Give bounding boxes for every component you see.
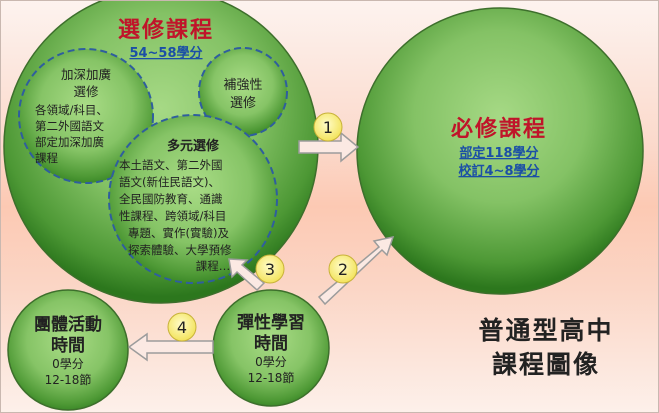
- diverse-desc-line2: 語文(新住民語文)、: [119, 175, 220, 189]
- group-activity-circle: [7, 289, 129, 411]
- group-line1: 0學分: [52, 357, 84, 371]
- group-title-line2: 時間: [51, 335, 85, 356]
- diverse-elective-circle: [108, 114, 278, 284]
- flexible-title-line1: 彈性學習: [237, 312, 305, 333]
- diverse-desc-line1: 本土語文、第二外國: [119, 158, 223, 172]
- arrow-4: [127, 332, 214, 362]
- badge-4: 4: [177, 318, 187, 337]
- caption-line1: 普通型高中: [478, 316, 613, 345]
- deepen-title-line1: 加深加廣: [61, 67, 111, 82]
- diverse-title: 多元選修: [167, 138, 220, 154]
- arrow-1: [298, 131, 360, 163]
- badge-1: 1: [323, 118, 333, 137]
- diverse-desc-line5: 專題、實作(實驗)及: [128, 226, 229, 240]
- deepen-desc-line1: 各領域/科目、: [35, 103, 108, 117]
- flexible-line1: 0學分: [255, 355, 287, 369]
- group-title-line1: 團體活動: [34, 314, 102, 335]
- deepen-title-line2: 選修: [73, 84, 99, 99]
- diverse-desc-line6: 探索體驗、大學預修: [128, 243, 232, 257]
- deepen-desc-line3: 部定加深加廣: [35, 135, 104, 149]
- deepen-desc-line4: 課程: [35, 151, 58, 165]
- deepen-desc-line2: 第二外國語文: [35, 119, 104, 133]
- elective-credits: 54~58學分: [129, 45, 202, 61]
- badge-1-circle: [313, 112, 343, 142]
- elective-title: 選修課程: [118, 17, 214, 43]
- remedial-title-line1: 補強性: [223, 78, 262, 93]
- remedial-title-line2: 選修: [230, 96, 256, 111]
- diverse-desc-line7: 課程…: [196, 259, 231, 273]
- badge-3-circle: [255, 254, 285, 284]
- badge-4-circle: [167, 312, 197, 342]
- required-circle: [356, 7, 644, 295]
- badge-3: 3: [265, 260, 275, 279]
- required-line2: 校訂4~8學分: [459, 163, 540, 179]
- required-line1: 部定118學分: [459, 145, 538, 161]
- arrow-3: [228, 258, 266, 292]
- flexible-line2: 12-18節: [248, 370, 295, 385]
- caption-line2: 課程圖像: [492, 350, 600, 379]
- flexible-title-line2: 時間: [254, 333, 288, 354]
- diverse-desc-line3: 全民國防教育、通識: [119, 192, 223, 206]
- required-title: 必修課程: [451, 116, 547, 142]
- diverse-desc-line4: 性課程、跨領域/科目: [119, 209, 226, 223]
- badge-2: 2: [338, 260, 348, 279]
- badge-2-circle: [328, 254, 358, 284]
- deepen-elective-circle: [18, 48, 154, 184]
- group-line2: 12-18節: [45, 372, 92, 387]
